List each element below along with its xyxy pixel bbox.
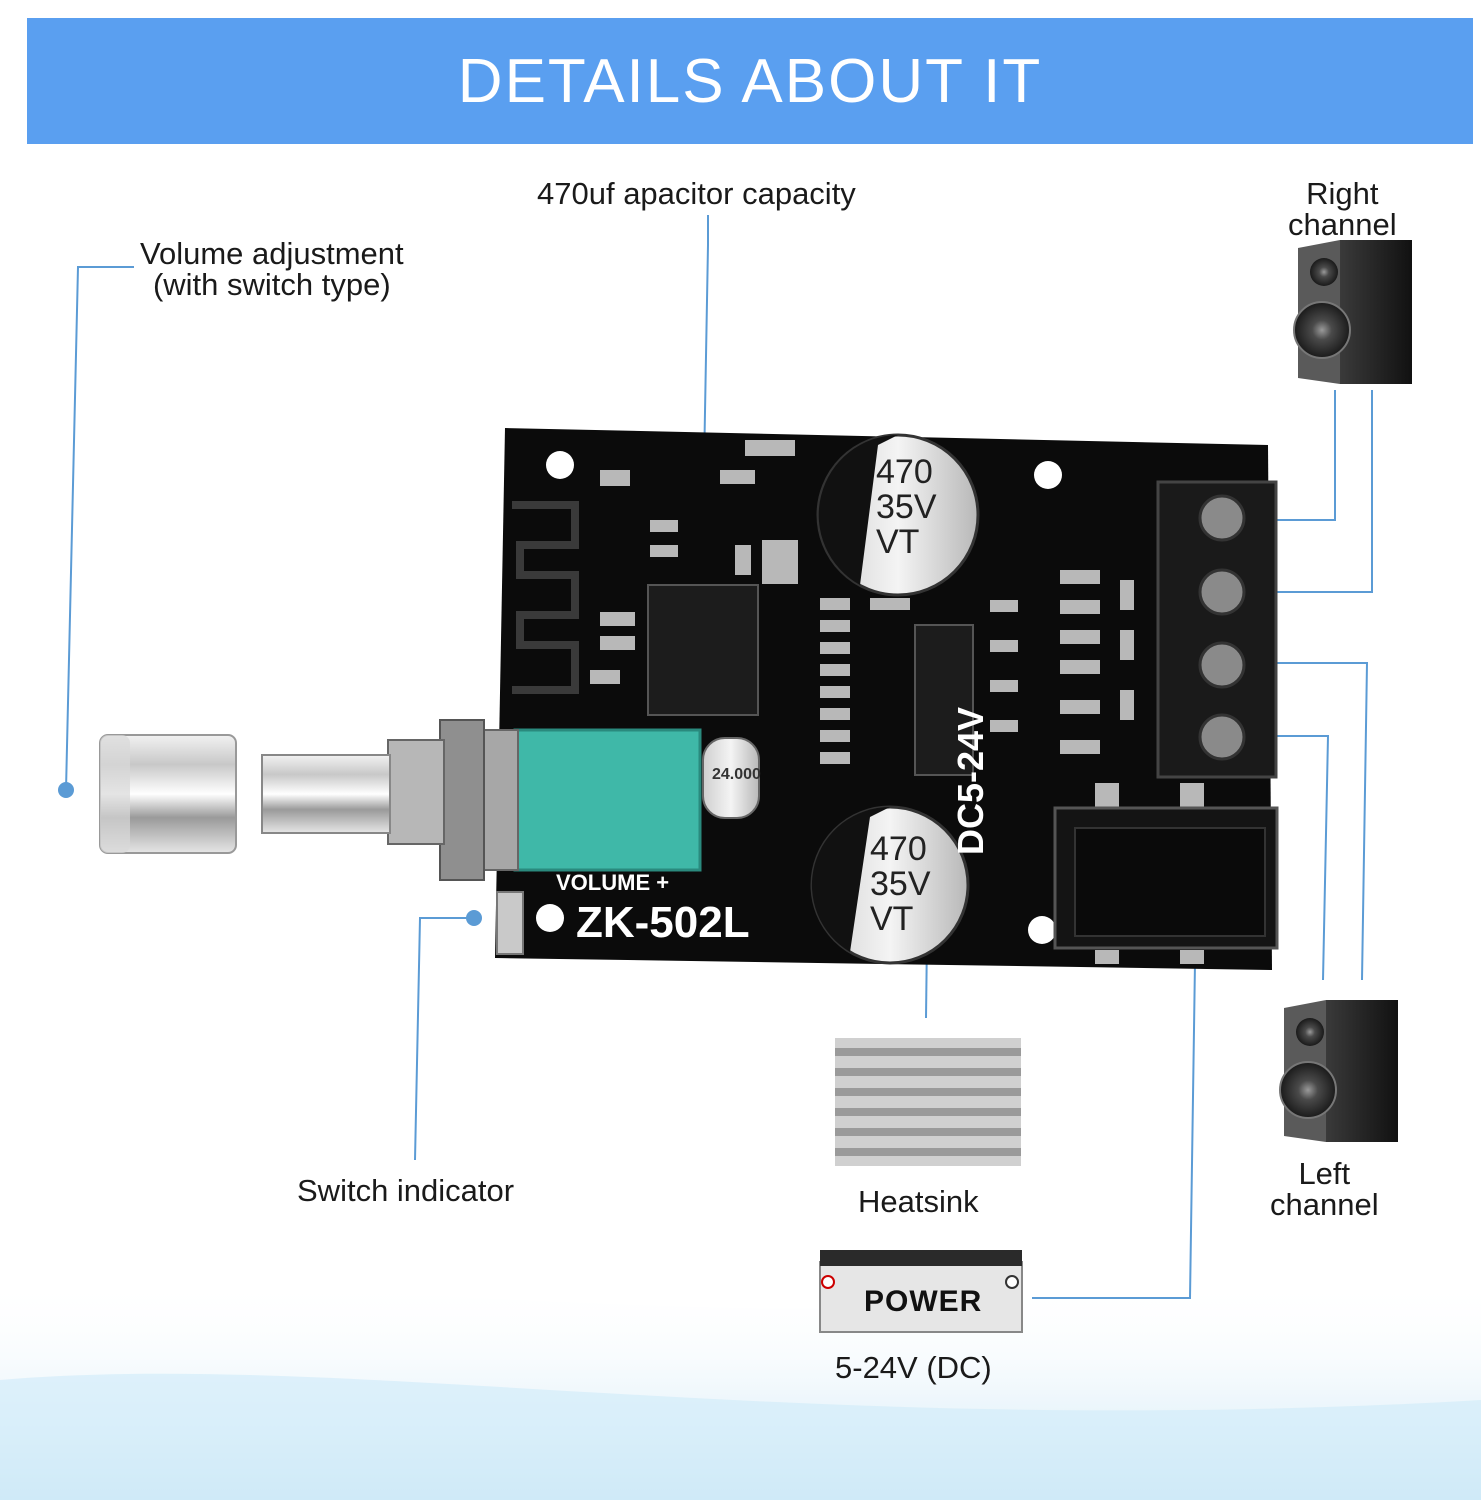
crystal-oscillator [702, 737, 760, 819]
title-banner: DETAILS ABOUT IT [27, 18, 1473, 144]
crystal-label: 24.000 [712, 766, 761, 783]
page-title: DETAILS ABOUT IT [457, 47, 1043, 116]
right-channel-label: Right channel [1288, 178, 1397, 240]
volume-adjustment-line2: (with switch type) [152, 267, 391, 302]
amp-chip [914, 624, 974, 776]
left-channel-label: Left channel [1270, 1158, 1379, 1220]
capacitor-bottom-print: 470 35V VT [870, 832, 931, 937]
potentiometer-nut [439, 719, 485, 881]
terminal-screws [1198, 494, 1246, 761]
leader-switch [414, 917, 474, 1161]
switch-indicator-label: Switch indicator [297, 1173, 515, 1208]
capacitor-value: 470 [870, 830, 927, 868]
bt-chip [647, 584, 759, 716]
speaker-icon [1279, 1000, 1398, 1142]
battery-icon [819, 1250, 1023, 1333]
right-channel-line1: Right [1306, 176, 1379, 211]
volume-knob-icon [99, 734, 237, 854]
board-voltage-label: DC5-24V [950, 706, 991, 855]
volume-adjustment-label: Volume adjustment (with switch type) [140, 238, 404, 300]
capacitor-value: 470 [876, 453, 933, 491]
potentiometer-body [513, 728, 702, 872]
board-volume-label: VOLUME + [556, 870, 670, 895]
left-channel-line2: channel [1270, 1187, 1379, 1222]
mount-hole [536, 904, 564, 932]
capacitor-rating: 35V [876, 488, 937, 526]
capacitor-brand: VT [870, 900, 914, 938]
capacitor-label: 470uf apacitor capacity [537, 176, 856, 211]
mount-hole [1034, 461, 1062, 489]
antenna-trace [512, 501, 579, 694]
leader-right-1 [1262, 390, 1336, 521]
switch-indicator-led [496, 891, 524, 955]
leader-left-1 [1262, 662, 1369, 981]
potentiometer-thread [387, 739, 445, 845]
background-wash-lower [0, 1373, 1481, 1500]
heatsink-icon [835, 1038, 1021, 1166]
potentiometer-shaft [261, 754, 391, 834]
capacitor-rating: 35V [870, 865, 931, 903]
heatsink-label: Heatsink [858, 1184, 979, 1219]
capacitor-top [816, 433, 980, 597]
left-channel-line1: Left [1298, 1156, 1351, 1191]
leader-power [1032, 894, 1197, 1299]
capacitor-top-print: 470 35V VT [876, 455, 937, 560]
capacitor-brand: VT [876, 523, 920, 561]
battery-label: POWER [864, 1285, 983, 1318]
amplifier-board [261, 428, 1279, 970]
leader-right-2 [1262, 390, 1373, 593]
mount-hole [546, 451, 574, 479]
speaker-icon [1293, 240, 1412, 384]
leader-left-2 [1262, 735, 1330, 981]
right-channel-line2: channel [1288, 207, 1397, 242]
volume-adjustment-line1: Volume adjustment [140, 236, 404, 271]
capacitor-bottom [810, 805, 970, 965]
smd-components [590, 440, 1204, 964]
mount-hole [1028, 916, 1056, 944]
power-voltage-label: 5-24V (DC) [835, 1350, 992, 1385]
leader-volume [65, 266, 134, 791]
board-model-label: ZK-502L [576, 898, 750, 947]
